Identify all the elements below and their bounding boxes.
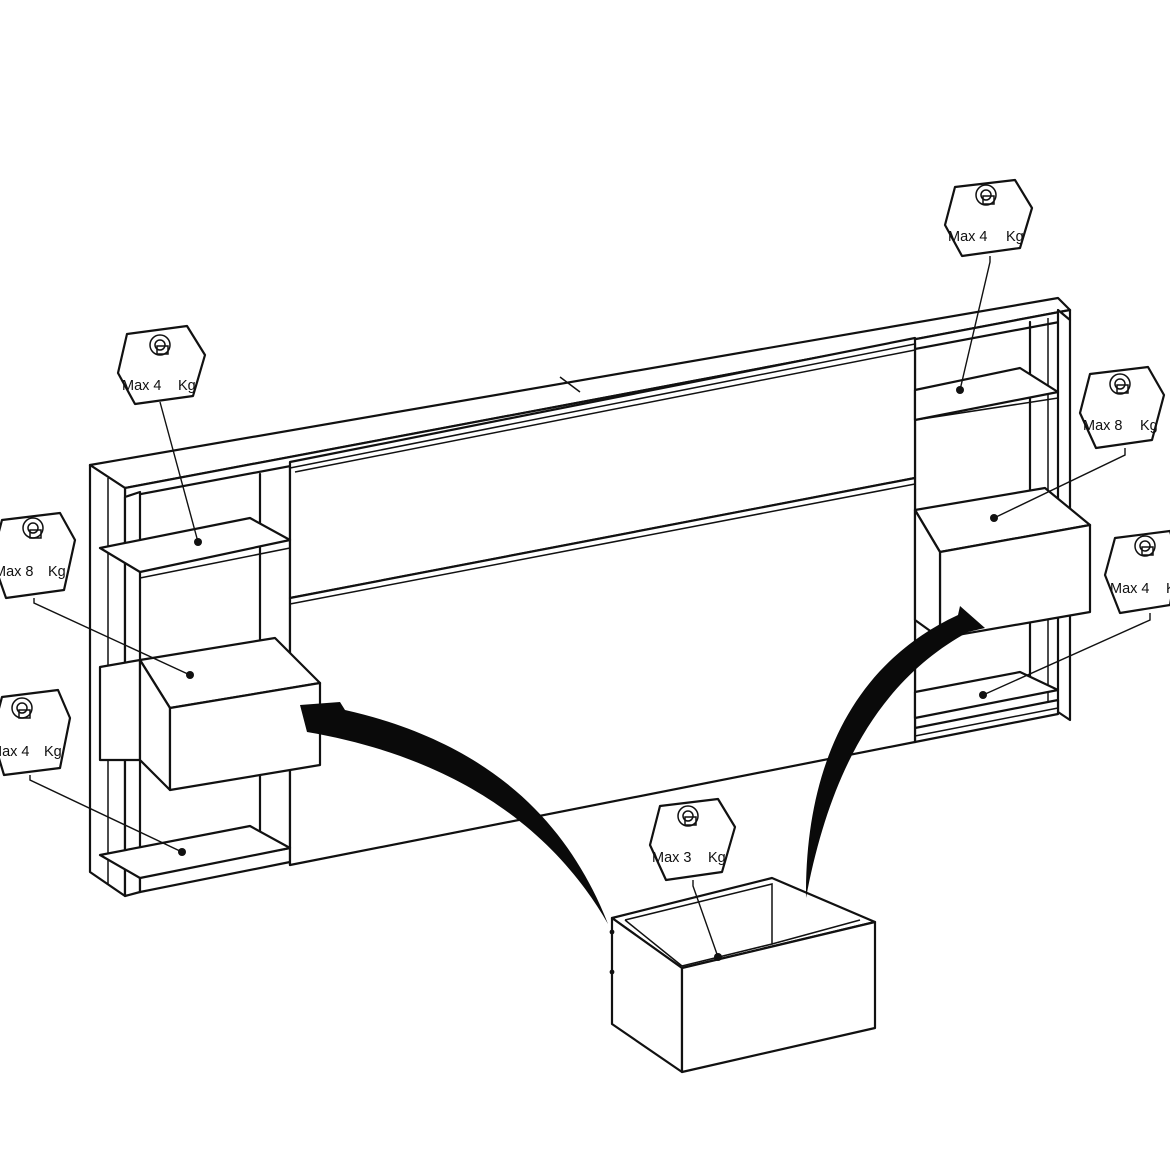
left-top-shelf — [98, 516, 292, 579]
weight-label-unit: Kg — [178, 378, 196, 394]
weight-label-max: Max 8 — [1083, 418, 1123, 434]
left-bottom-shelf — [98, 824, 292, 880]
weight-badge-top-left-shelf: Max 4 Kg — [116, 324, 207, 406]
weight-label-unit: Kg — [48, 564, 66, 580]
weight-label-unit: Kg — [1140, 418, 1158, 434]
weight-badge-top-right-shelf: Max 4 Kg — [943, 178, 1034, 258]
weight-badge-right-nightstand: Max 8 Kg — [1078, 365, 1166, 450]
weight-icon — [975, 184, 997, 206]
weight-icon — [1134, 535, 1156, 557]
weight-label-max: Max 3 — [652, 850, 692, 866]
weight-label-max: Max 8 — [0, 564, 34, 580]
weight-label-unit: Kg — [44, 744, 62, 760]
weight-badge-bottom-right-shelf: Max 4 Kg — [1103, 529, 1170, 615]
weight-badge-left-nightstand: Max 8 Kg — [0, 511, 77, 600]
weight-label-max: Max 4 — [1110, 581, 1150, 597]
weight-badge-bottom-left-shelf: Max 4 Kg — [0, 688, 72, 777]
drawer — [609, 876, 877, 1074]
weight-label-unit: Kg — [1006, 229, 1024, 245]
weight-icon — [11, 697, 33, 719]
right-nightstand — [913, 486, 1092, 640]
weight-icon — [1109, 373, 1131, 395]
leader-lines — [29, 256, 1151, 961]
right-top-shelf — [913, 366, 1060, 422]
weight-label-unit: Kg — [1166, 581, 1170, 597]
weight-label-max: Max 4 — [0, 744, 30, 760]
weight-icon — [149, 334, 171, 356]
weight-label-max: Max 4 — [948, 229, 988, 245]
weight-badge-drawer: Max 3 Kg — [648, 797, 737, 882]
left-nightstand — [98, 636, 322, 792]
arrow-right-nightstand-to-drawer — [805, 606, 985, 898]
weight-icon — [677, 805, 699, 827]
weight-label-unit: Kg — [708, 850, 726, 866]
weight-label-max: Max 4 — [122, 378, 162, 394]
weight-icon — [22, 517, 44, 539]
arrow-left-nightstand-to-drawer — [300, 702, 608, 924]
